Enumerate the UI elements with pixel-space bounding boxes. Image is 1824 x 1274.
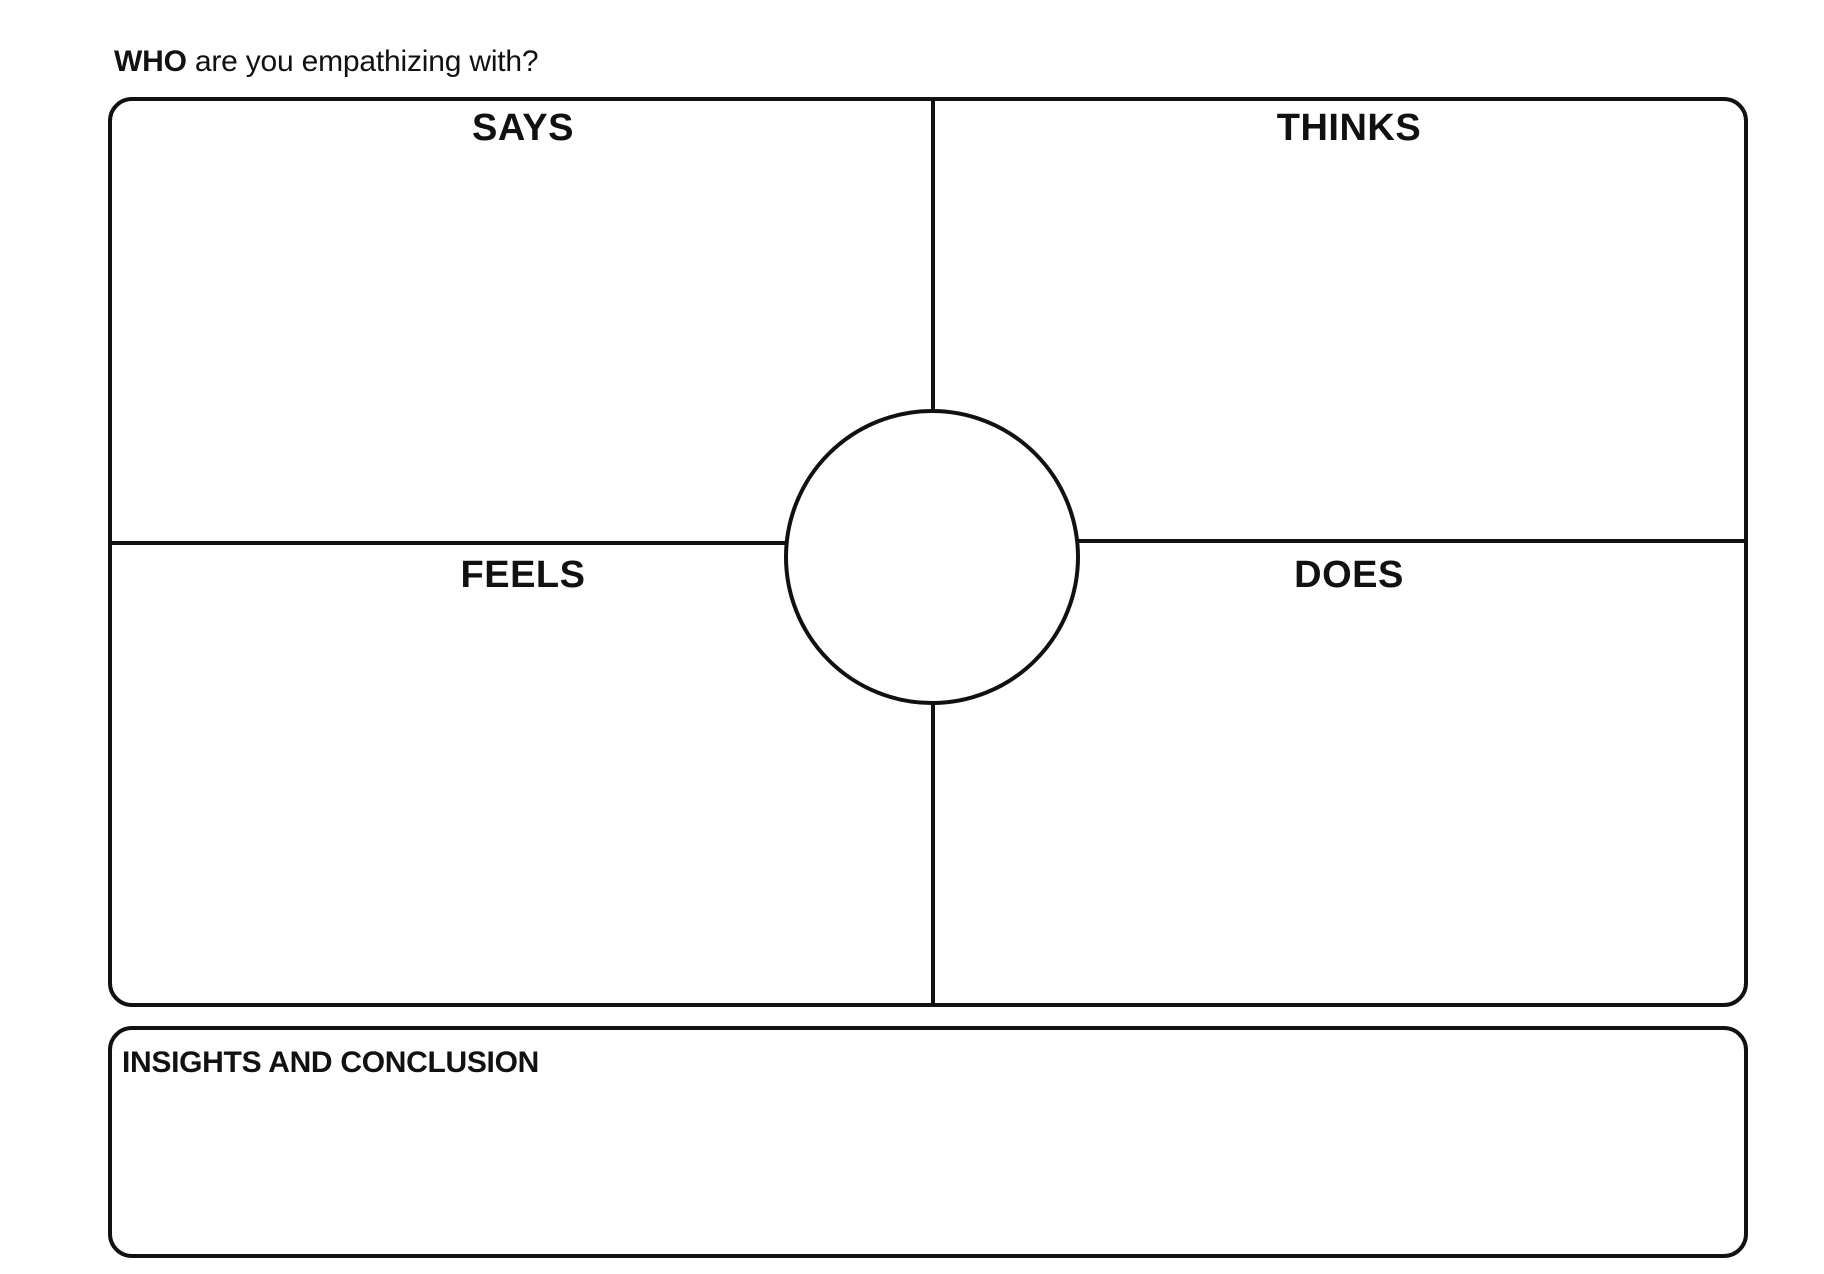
quadrant-says-label: SAYS: [472, 107, 574, 149]
insights-label: INSIGHTS AND CONCLUSION: [122, 1046, 539, 1079]
who-prompt-emphasis: WHO: [114, 45, 187, 78]
who-prompt: WHO are you empathizing with?: [114, 42, 539, 82]
who-prompt-text: are you empathizing with?: [186, 45, 539, 78]
divider-horizontal-right: [1076, 539, 1748, 543]
insights-box[interactable]: [108, 1026, 1748, 1258]
divider-vertical-bottom: [931, 702, 935, 1005]
divider-horizontal-left: [108, 541, 787, 545]
center-persona-circle[interactable]: [784, 409, 1080, 705]
divider-vertical-top: [931, 97, 935, 414]
quadrant-feels-label: FEELS: [460, 554, 586, 596]
quadrant-thinks-label: THINKS: [1276, 107, 1422, 149]
empathy-map-frame: [108, 97, 1748, 1007]
quadrant-does-label: DOES: [1294, 554, 1404, 596]
